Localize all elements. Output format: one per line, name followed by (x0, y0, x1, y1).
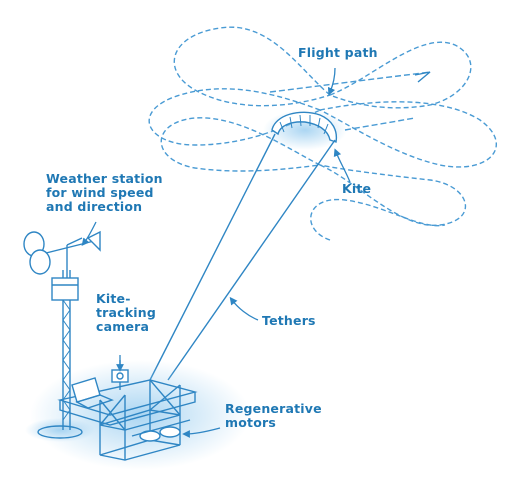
label-camera-line2: tracking (96, 305, 157, 320)
label-tethers: Tethers (262, 313, 316, 328)
label-weather-station-line1: Weather station (46, 171, 163, 186)
label-kite: Kite (342, 181, 372, 196)
weather-station (23, 230, 101, 439)
label-motors: Regenerative motors (225, 402, 322, 430)
label-pointers (81, 67, 351, 438)
flight-path-arrowhead (414, 71, 431, 83)
kite (271, 111, 338, 143)
label-camera-line1: Kite- (96, 291, 131, 306)
label-camera: Kite- tracking camera (96, 292, 156, 334)
label-flight-path: Flight path (298, 45, 378, 60)
label-camera-line3: camera (96, 319, 150, 334)
label-weather-station-line3: and direction (46, 199, 143, 214)
ground-station (57, 360, 198, 461)
tethers (149, 133, 336, 381)
label-motors-line1: Regenerative (225, 401, 322, 416)
label-weather-station-line2: for wind speed (46, 185, 154, 200)
label-motors-line2: motors (225, 415, 276, 430)
label-weather-station: Weather station for wind speed and direc… (46, 172, 163, 214)
